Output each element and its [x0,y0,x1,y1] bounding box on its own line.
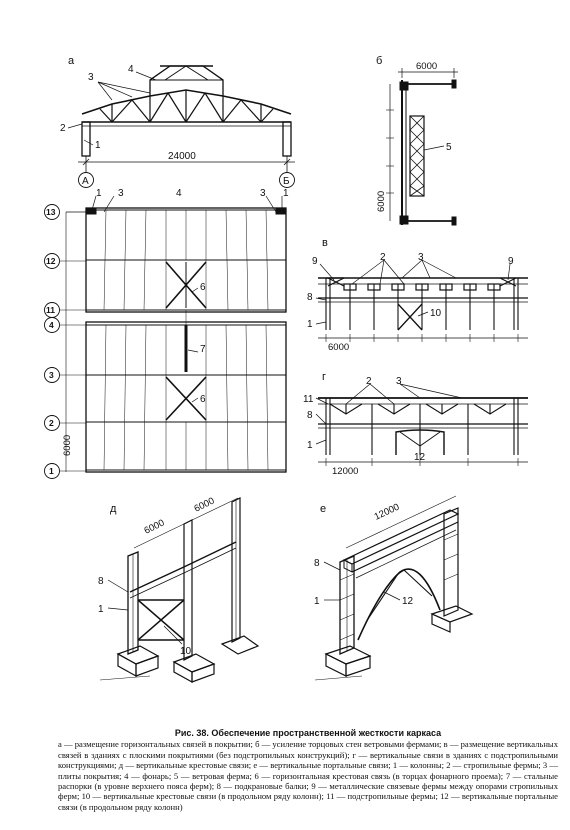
foundations [116,635,260,684]
svg-text:2: 2 [49,418,54,428]
panel-label-b: б [376,55,382,67]
svg-text:6000: 6000 [142,518,166,537]
svg-text:1: 1 [98,604,104,615]
figure-caption: Рис. 38. Обеспечение пространственной же… [58,728,558,812]
svg-text:12: 12 [414,452,426,463]
panel-d-isometric: д 6000 6000 [98,496,260,684]
svg-text:4: 4 [128,64,134,75]
svg-text:9: 9 [508,256,514,267]
column-right [282,121,292,157]
panel-e-isometric: е 12000 [314,495,474,681]
panel-label-e: е [320,503,326,515]
svg-text:10: 10 [430,308,442,319]
svg-text:8: 8 [98,576,104,587]
caption-text: а — размещение горизонтальных связей в п… [58,739,558,812]
svg-text:1: 1 [283,188,289,199]
svg-text:5: 5 [446,142,452,153]
svg-text:2: 2 [380,252,386,263]
svg-text:11: 11 [303,394,314,405]
svg-text:3: 3 [396,376,402,387]
svg-text:8: 8 [314,558,320,569]
portal-arch [357,568,441,641]
panel-label-g: г [322,371,326,383]
column-left [81,121,91,157]
svg-text:1: 1 [96,188,102,199]
svg-text:2: 2 [60,123,66,134]
svg-text:8: 8 [307,292,313,303]
wind-truss [409,115,425,197]
panel-v-elevation: в [307,237,528,353]
svg-text:6000: 6000 [192,496,216,515]
svg-text:3: 3 [49,370,54,380]
roof-plan: 13 12 11 4 3 2 1 6000 1 3 4 [44,188,289,479]
vertical-cross-bracing [397,303,423,331]
svg-text:3: 3 [88,72,94,83]
svg-text:4: 4 [49,320,54,330]
span-dimension: 24000 [168,151,196,162]
svg-text:8: 8 [307,410,313,421]
axis-label-b: Б [283,176,290,187]
svg-text:6000: 6000 [376,191,387,212]
svg-text:1: 1 [95,140,101,151]
panel-label-d: д [110,503,117,515]
panel-g-elevation: г 12000 [303,371,528,477]
svg-text:1: 1 [307,440,313,451]
svg-text:13: 13 [46,207,56,217]
svg-text:2: 2 [366,376,372,387]
svg-text:6000: 6000 [62,435,73,456]
svg-text:4: 4 [176,188,182,199]
svg-text:9: 9 [312,256,318,267]
cross-bracing-isometric [137,599,185,641]
svg-text:12: 12 [46,256,56,266]
svg-text:3: 3 [260,188,266,199]
panel-a-truss-section: а [60,55,295,188]
svg-text:11: 11 [46,305,55,315]
svg-text:12: 12 [402,596,414,607]
axis-label-a: А [82,176,89,187]
panel-label-a: а [68,55,75,67]
plan-axis-bubbles [44,204,60,479]
svg-text:12000: 12000 [332,466,358,477]
svg-text:12000: 12000 [373,502,402,523]
svg-text:3: 3 [418,252,424,263]
svg-text:1: 1 [307,319,313,330]
svg-text:7: 7 [200,344,206,355]
caption-title: Рис. 38. Обеспечение пространственной же… [174,728,442,738]
panel-label-v: в [322,237,328,249]
svg-text:1: 1 [49,466,54,476]
svg-text:10: 10 [180,646,192,657]
svg-text:6: 6 [200,394,206,405]
svg-text:1: 1 [314,596,320,607]
svg-text:6: 6 [200,282,206,293]
panel-b-wind-truss: б 5 6000 6000 [376,55,458,226]
end-bracing-trusses [326,277,517,287]
portal-bracing [395,429,445,455]
svg-text:6000: 6000 [416,61,437,72]
svg-text:3: 3 [118,188,124,199]
svg-text:6000: 6000 [328,342,349,353]
